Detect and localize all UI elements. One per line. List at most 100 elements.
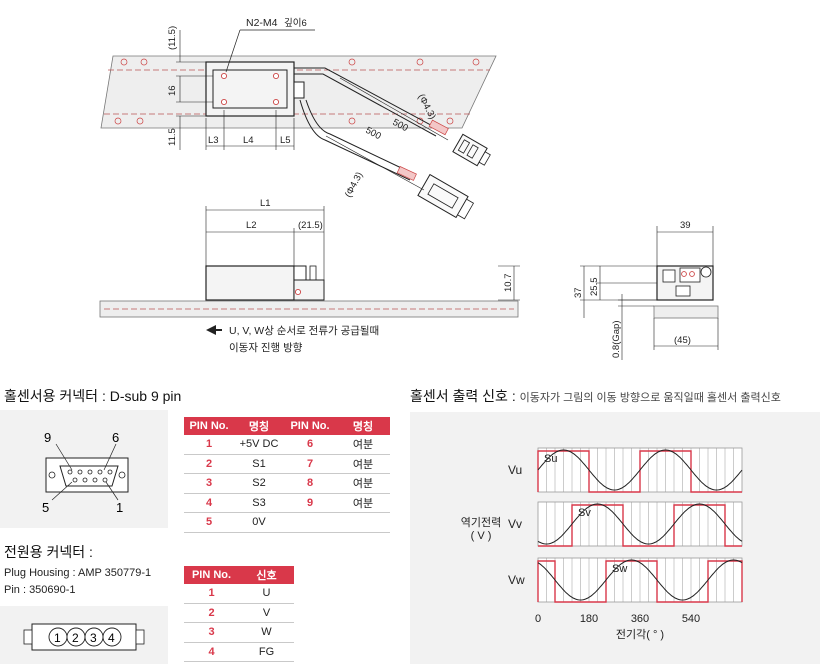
pin-number: 3 bbox=[184, 473, 234, 494]
pin-number: 5 bbox=[184, 512, 234, 533]
hole-spec-label: N2-M4 bbox=[246, 17, 278, 29]
x-tick-label: 360 bbox=[631, 613, 649, 625]
pin-number: 2 bbox=[184, 454, 234, 474]
signal-subtitle: 이동자가 그림의 이동 방향으로 움직일때 홀센서 출력신호 bbox=[519, 392, 781, 404]
direction-arrow-icon bbox=[206, 325, 216, 335]
top-view-drawing: N2-M4 깊이6 (11.5) 16 11.5 L3 L4 L5 (Φ4.3)… bbox=[99, 17, 719, 360]
dsub-pin-9: 9 bbox=[44, 430, 51, 445]
pin-number: 4 bbox=[184, 493, 234, 513]
table-row: 1 U bbox=[184, 584, 294, 604]
signal-title: 홀센서 출력 신호 : 이동자가 그림의 이동 방향으로 움직일때 홀센서 출력… bbox=[410, 386, 781, 406]
table-row: 4 FG bbox=[184, 642, 294, 662]
power-header-pin: PIN No. bbox=[184, 566, 239, 584]
dim-gap: 0.8(Gap) bbox=[611, 321, 622, 359]
plug-pin-3: 3 bbox=[90, 631, 97, 645]
plug-pin-2: 2 bbox=[72, 631, 79, 645]
dim-11-5-top: (11.5) bbox=[167, 26, 178, 50]
pulse-label-su: Su bbox=[544, 453, 557, 465]
power-housing-spec: Plug Housing : AMP 350779-1 bbox=[4, 567, 152, 579]
table-row: 4 S3 9 여분 bbox=[184, 493, 390, 513]
pin-name: 여분 bbox=[336, 493, 390, 513]
pin-name: 여분 bbox=[336, 435, 390, 455]
dsub-connector-drawing: 9 6 5 1 bbox=[42, 430, 129, 515]
pin-name: 여분 bbox=[336, 473, 390, 494]
x-axis-label: 전기각( ° ) bbox=[616, 628, 664, 641]
dim-l5: L5 bbox=[280, 135, 291, 146]
hall-pin-table: PIN No. 명칭 PIN No. 명칭 1 +5V DC 6 여분 2 S1… bbox=[184, 417, 390, 533]
dim-25-5: 25.5 bbox=[589, 278, 600, 297]
hall-connector-title: 홀센서용 커넥터 : D-sub 9 pin bbox=[4, 388, 182, 404]
dim-10-7: 10.7 bbox=[503, 274, 514, 293]
signal-ylabel-line2: ( V ) bbox=[470, 530, 492, 542]
dsub-pin-1: 1 bbox=[116, 500, 123, 515]
pulse-label-sw: Sw bbox=[612, 563, 627, 575]
dim-16: 16 bbox=[167, 85, 178, 96]
pin-number: 1 bbox=[184, 584, 239, 604]
dim-l4: L4 bbox=[243, 135, 254, 146]
table-row: 3 W bbox=[184, 622, 294, 643]
table-row: 2 V bbox=[184, 603, 294, 623]
emf-curve-vw bbox=[537, 559, 743, 601]
pin-name bbox=[336, 512, 390, 533]
pin-number: 4 bbox=[184, 642, 239, 662]
power-pin-spec: Pin : 350690-1 bbox=[4, 584, 76, 596]
pin-name: 0V bbox=[234, 512, 284, 533]
hall-pulse-su bbox=[537, 450, 742, 493]
dsub-pin-5: 5 bbox=[42, 500, 49, 515]
pin-name: 여분 bbox=[336, 454, 390, 474]
power-plug-drawing: 1 2 3 4 bbox=[23, 623, 145, 651]
pin-number: 8 bbox=[284, 473, 336, 494]
direction-note-line2: 이동자 진행 방향 bbox=[229, 342, 303, 354]
pin-number: 6 bbox=[284, 435, 336, 455]
hall-header-name-1: 명칭 bbox=[234, 417, 284, 435]
table-row: 1 +5V DC 6 여분 bbox=[184, 435, 390, 455]
dim-phi-bottom: (Φ4.3) bbox=[343, 170, 365, 199]
pin-name: +5V DC bbox=[234, 435, 284, 455]
hall-header-pin-1: PIN No. bbox=[184, 417, 234, 435]
dim-11-5-bottom: 11.5 bbox=[167, 128, 178, 146]
hall-pulse-sv bbox=[538, 504, 742, 547]
plug-pin-1: 1 bbox=[54, 631, 61, 645]
dsub-pin-6: 6 bbox=[112, 430, 119, 445]
pin-name: S1 bbox=[234, 454, 284, 474]
pin-name: S2 bbox=[234, 473, 284, 494]
pulse-label-sv: Sv bbox=[578, 507, 591, 519]
pin-number: 7 bbox=[284, 454, 336, 474]
pin-number: 2 bbox=[184, 603, 239, 623]
direction-note-line1: U, V, W상 순서로 전류가 공급될때 bbox=[229, 325, 379, 337]
series-label-vu: Vu bbox=[508, 463, 522, 477]
emf-curve-vu bbox=[537, 449, 743, 491]
dim-21-5: (21.5) bbox=[298, 220, 323, 231]
power-header-signal: 신호 bbox=[239, 566, 294, 584]
hall-header-name-2: 명칭 bbox=[336, 417, 390, 435]
signal-title-main: 홀센서 출력 신호 : bbox=[410, 388, 516, 404]
dim-l2: L2 bbox=[246, 220, 257, 231]
signal-ylabel-line1: 역기전력 bbox=[460, 517, 502, 529]
dim-l1: L1 bbox=[260, 198, 271, 209]
dim-37: 37 bbox=[573, 287, 584, 298]
series-label-vw: Vw bbox=[508, 573, 525, 587]
dim-l3: L3 bbox=[208, 135, 219, 146]
pin-number: 3 bbox=[184, 622, 239, 643]
x-tick-label: 540 bbox=[682, 613, 700, 625]
pin-number: 1 bbox=[184, 435, 234, 455]
series-label-vv: Vv bbox=[508, 517, 522, 531]
pin-number bbox=[284, 512, 336, 533]
dim-39: 39 bbox=[680, 220, 691, 231]
hole-depth-label: 깊이6 bbox=[284, 17, 307, 29]
power-pin-table: PIN No. 신호 1 U 2 V 3 W 4 FG bbox=[184, 566, 294, 662]
signal-ylabel: 역기전력 ( V ) bbox=[456, 514, 506, 542]
pin-signal: U bbox=[239, 584, 294, 604]
plug-pin-4: 4 bbox=[108, 631, 115, 645]
hall-pulse-sw bbox=[537, 560, 743, 603]
x-tick-label: 0 bbox=[535, 613, 541, 625]
emf-curve-vv bbox=[537, 503, 743, 545]
table-row: 3 S2 8 여분 bbox=[184, 473, 390, 494]
pin-number: 9 bbox=[284, 493, 336, 513]
pin-signal: V bbox=[239, 603, 294, 623]
hall-header-pin-2: PIN No. bbox=[284, 417, 336, 435]
dim-45: (45) bbox=[674, 335, 691, 346]
table-row: 5 0V bbox=[184, 512, 390, 533]
pin-name: S3 bbox=[234, 493, 284, 513]
